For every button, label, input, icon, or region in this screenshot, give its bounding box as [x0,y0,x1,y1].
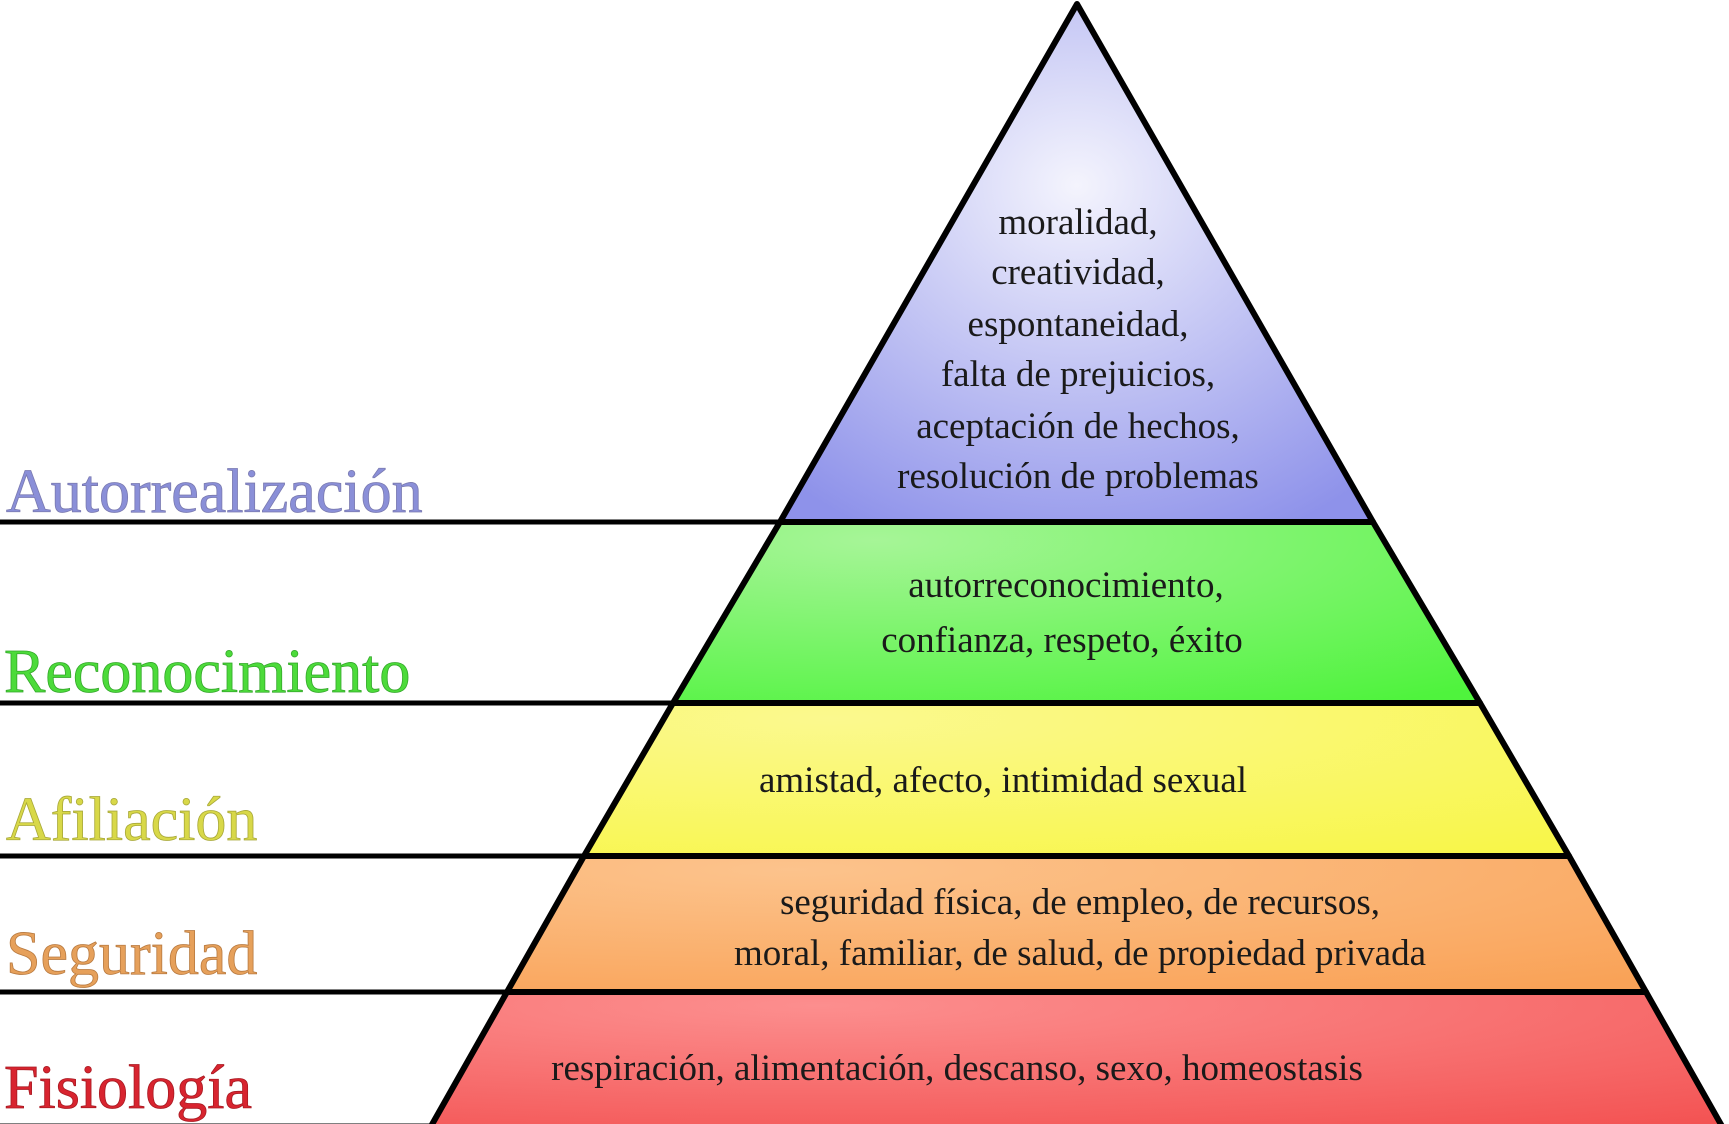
band-autorrealizacion [777,1,1376,525]
fisiologia-line-1: respiración, alimentación, descanso, sex… [551,1048,1363,1089]
autorrealizacion-line-6: resolución de problemas [897,456,1259,497]
label-fisiologia: Fisiología [4,1054,252,1122]
autorrealizacion-line-5: aceptación de hechos, [916,406,1240,447]
autorrealizacion-line-4: falta de prejuicios, [941,354,1215,395]
label-reconocimiento: Reconocimiento [4,638,410,706]
seguridad-line-2: moral, familiar, de salud, de propiedad … [734,933,1426,974]
autorrealizacion-line-3: espontaneidad, [968,304,1189,345]
label-seguridad: Seguridad [6,920,257,988]
reconocimiento-line-1: autorreconocimiento, [908,565,1223,606]
autorrealizacion-line-1: moralidad, [998,202,1157,243]
label-autorrealizacion: Autorrealización [6,458,423,526]
seguridad-line-1: seguridad física, de empleo, de recursos… [780,882,1380,923]
reconocimiento-line-2: confianza, respeto, éxito [881,620,1243,661]
label-afiliacion: Afiliación [6,786,257,854]
autorrealizacion-line-2: creatividad, [991,252,1165,293]
afiliacion-line-1: amistad, afecto, intimidad sexual [759,760,1247,801]
band-reconocimiento [670,519,1483,706]
